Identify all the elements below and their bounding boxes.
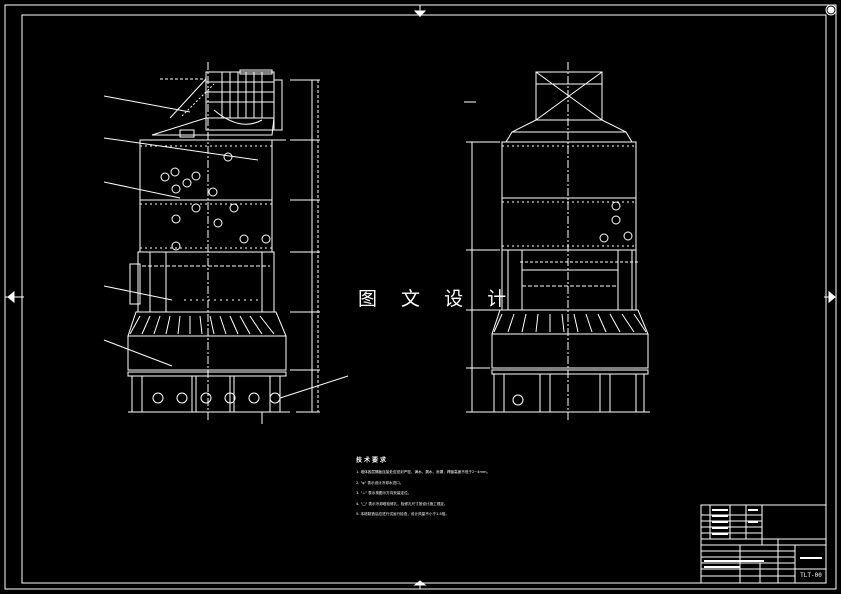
sheet-border: [4, 4, 837, 590]
title-block: [700, 504, 827, 584]
front-elevation-view: [103, 62, 349, 424]
requirement-line-3: 3. "⊥" 表示按图示方向安装定位。: [356, 491, 412, 496]
watermark-text: 图 文 设 计: [358, 288, 516, 310]
requirement-line-2: 2. "φ" 表示设计冷却水进口。: [356, 480, 404, 485]
technical-requirements: 技术要求 1. 塔体各层隔板连接处应密封严密，满水、漏水、渗漏，焊缝高度不低于2…: [356, 455, 566, 520]
requirement-line-1: 1. 塔体各层隔板连接处应密封严密，满水、漏水、渗漏，焊缝高度不低于2~4mm。: [356, 470, 491, 474]
drawing-code: TLT-00: [800, 572, 822, 579]
side-elevation-view: [464, 62, 650, 420]
requirement-line-5: 5. 本塔制造后应进行试运行检查，设计风量不小于1.5倍。: [356, 512, 449, 517]
requirement-line-4: 4. "□" 表示冷却塔检修孔，检修孔尺寸按设计施工规定。: [356, 501, 448, 506]
technical-requirements-title: 技术要求: [356, 457, 389, 464]
